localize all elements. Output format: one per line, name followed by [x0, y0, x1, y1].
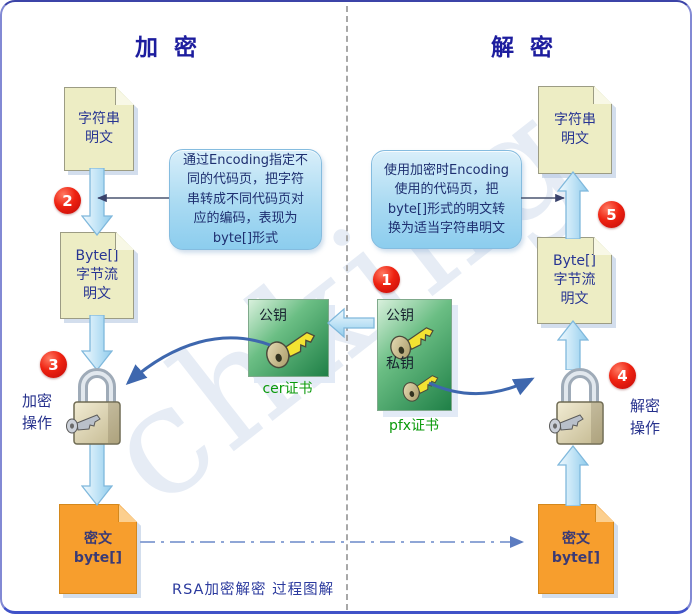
public-key-label: 公钥 [259, 308, 287, 324]
step-badge-5: 5 [598, 201, 625, 228]
flow-arrow-up-icon [557, 320, 589, 370]
key-icon [402, 375, 439, 402]
flow-arrow-down-icon [81, 444, 113, 506]
doc-cipher-encrypt: 密文 byte[] [59, 504, 137, 594]
diagram-caption: RSA加密解密 过程图解 [172, 582, 335, 598]
center-divider [346, 6, 348, 610]
section-title-encrypt: 加密 [135, 35, 213, 61]
cert-label-cer: cer证书 [262, 381, 313, 397]
doc-plaintext-string-encrypt: 字符串 明文 [64, 87, 134, 171]
section-title-decrypt: 解密 [491, 35, 569, 61]
step-badge-1: 1 [373, 266, 400, 293]
doc-bytes-decrypt: Byte[] 字节流 明文 [537, 237, 612, 324]
doc-plaintext-string-decrypt: 字符串 明文 [538, 86, 612, 174]
flow-arrow-up-icon [557, 445, 589, 506]
step-badge-3: 3 [40, 351, 67, 378]
cert-label-pfx: pfx证书 [388, 418, 440, 434]
encrypt-operation-label: 加密 操作 [21, 392, 52, 432]
doc-cipher-decrypt: 密文 byte[] [538, 504, 614, 594]
key-icon [266, 331, 316, 369]
step-badge-2: 2 [54, 187, 81, 214]
decrypt-operation-label: 解密 操作 [629, 397, 660, 437]
block-arrow-left-icon [327, 307, 375, 339]
flow-arrow-down-icon [81, 315, 113, 371]
flow-arrow-up-icon [557, 171, 589, 239]
cert-box-cer: 公钥 [248, 299, 329, 377]
padlock-decrypt-icon [549, 368, 604, 445]
public-key-label: 公钥 [386, 308, 414, 324]
cert-box-pfx: 公钥 私钥 [377, 299, 452, 411]
step-badge-4: 4 [609, 362, 636, 389]
private-key-label: 私钥 [386, 356, 414, 372]
callout-encoding-encrypt: 通过Encoding指定不 同的代码页，把字符 串转成不同代码页对 应的编码，表… [169, 149, 322, 250]
callout-encoding-decrypt: 使用加密时Encoding 使用的代码页，把 byte[]形式的明文转 换为适当… [371, 150, 522, 249]
doc-bytes-encrypt: Byte[] 字节流 明文 [60, 232, 134, 319]
padlock-encrypt-icon [66, 368, 121, 445]
key-icon [390, 327, 434, 360]
flow-arrow-down-icon [81, 168, 113, 236]
